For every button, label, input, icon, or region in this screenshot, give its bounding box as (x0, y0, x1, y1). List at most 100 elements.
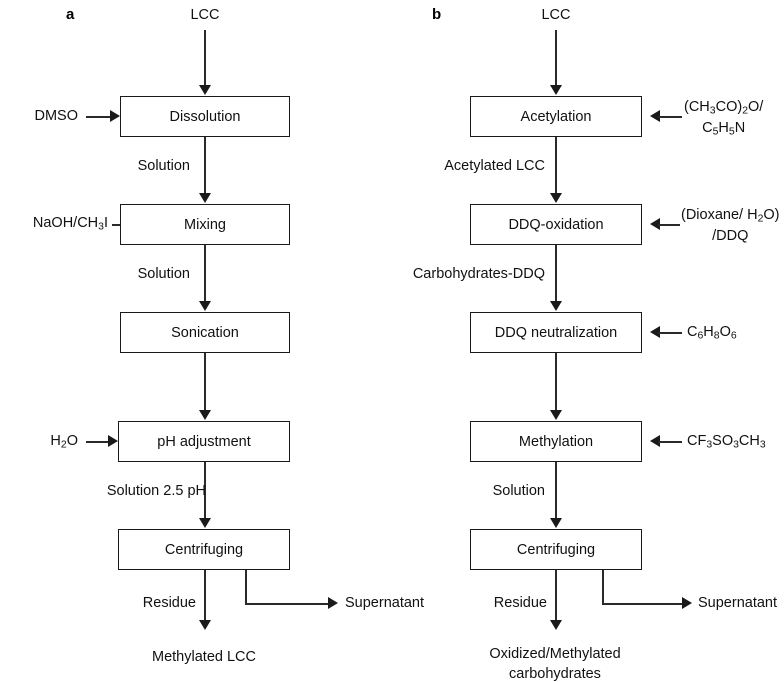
connector-b-supernatant-vertical (602, 570, 604, 604)
arrowhead-b-1 (550, 193, 562, 203)
reagent-naoh-tail: I (103, 215, 108, 231)
flow-label-b-acetylated-lcc: Acetylated LCC (444, 158, 545, 174)
reagent-label-naoh-ch3i: NaOH/CH3I (33, 214, 108, 234)
reagent-methyl-d: 3 (733, 439, 739, 451)
reagent-water-sub: 2 (60, 439, 67, 451)
connector-b-residue (555, 570, 557, 622)
arrowhead-b-residue (550, 620, 562, 630)
flow-label-a-solution-2: Solution (137, 266, 190, 282)
process-box-centrifuging-b[interactable]: Centrifuging (470, 529, 642, 570)
connector-b-3 (555, 353, 557, 410)
arrowhead-a-4 (199, 518, 211, 528)
connector-b-2 (555, 245, 557, 302)
arrowhead-reagent-acetic (650, 110, 660, 122)
connector-reagent-dioxane (658, 224, 680, 226)
flow-label-a-supernatant: Supernatant (345, 595, 425, 611)
reagent-ascorbic-d: 8 (713, 330, 720, 342)
arrowhead-reagent-dioxane (650, 218, 660, 230)
reagent-naoh-sub: 3 (98, 221, 104, 233)
reagent-pyridine-d: 5 (728, 126, 735, 138)
flow-label-a-solution-1: Solution (137, 158, 190, 174)
reagent-acetic-c: CO) (715, 99, 743, 115)
reagent-pyridine-e: N (734, 119, 746, 136)
process-box-ddq-oxidation[interactable]: DDQ-oxidation (470, 204, 642, 245)
process-box-mixing[interactable]: Mixing (120, 204, 290, 245)
connector-a-2 (204, 245, 206, 302)
arrowhead-a-1 (199, 193, 211, 203)
reagent-methyl-b: 3 (706, 439, 713, 451)
reagent-label-acetic-anhydride-pyridine: (CH3CO)2O/ C5H5N (684, 98, 763, 139)
arrowhead-reagent-ascorbic (650, 326, 660, 338)
reagent-dioxane-c: O) (763, 207, 780, 223)
connector-reagent-ascorbic (658, 332, 682, 334)
connector-b-supernatant-horizontal (602, 603, 684, 605)
arrowhead-reagent-methyl-triflate (650, 435, 660, 447)
process-box-sonication[interactable]: Sonication (120, 312, 290, 353)
reagent-ascorbic-c: H (703, 324, 714, 340)
reagent-label-dioxane-water-ddq: (Dioxane/ H2O) /DDQ (681, 206, 779, 246)
reagent-label-ascorbic-acid: C6H8O6 (687, 323, 737, 343)
reagent-label-dmso: DMSO (34, 108, 79, 124)
reagent-methyl-f: 3 (759, 439, 766, 451)
arrowhead-b-supernatant (682, 597, 692, 609)
arrowhead-a-supernatant (328, 597, 338, 609)
reagent-dioxane-b: 2 (757, 213, 764, 225)
connector-reagent-dmso (86, 116, 112, 118)
reagent-water-main: H (50, 433, 61, 449)
flow-label-b-solution: Solution (492, 483, 545, 499)
connector-b-1 (555, 137, 557, 194)
connector-a-4 (204, 462, 206, 518)
reagent-methyl-a: CF (687, 433, 707, 449)
arrowhead-a-input (199, 85, 211, 95)
reagent-water-tail: O (66, 433, 78, 449)
panel-a-input-label: LCC (190, 7, 220, 23)
reagent-ascorbic-f: 6 (730, 330, 737, 342)
connector-b-input (555, 30, 557, 86)
arrowhead-a-residue (199, 620, 211, 630)
arrowhead-reagent-dmso (110, 110, 120, 122)
connector-b-4 (555, 462, 557, 518)
reagent-label-methyl-triflate: CF3SO3CH3 (687, 432, 766, 452)
reagent-pyridine-c: H (718, 119, 729, 136)
flow-label-a-solution-ph: Solution 2.5 pH (106, 483, 206, 499)
panel-b-final-output: Oxidized/Methylated carbohydrates (489, 645, 620, 682)
process-box-centrifuging-a[interactable]: Centrifuging (118, 529, 290, 570)
arrowhead-reagent-water (108, 435, 118, 447)
connector-reagent-acetic (658, 116, 682, 118)
connector-a-supernatant-horizontal (245, 603, 330, 605)
connector-a-3 (204, 353, 206, 410)
reagent-pyridine-b: 5 (712, 126, 719, 138)
panel-b-final-output-line2: carbohydrates (509, 665, 601, 682)
panel-b-input-label: LCC (541, 7, 571, 23)
flow-label-a-residue: Residue (142, 595, 196, 611)
reagent-pyridine-a: C (702, 119, 713, 136)
connector-a-supernatant-vertical (245, 570, 247, 604)
connector-reagent-water (86, 441, 110, 443)
reagent-ascorbic-a: C (687, 324, 698, 340)
process-box-dissolution[interactable]: Dissolution (120, 96, 290, 137)
connector-a-input (204, 30, 206, 86)
reagent-label-water: H2O (50, 432, 78, 452)
arrowhead-b-3 (550, 410, 562, 420)
reagent-acetic-e: O/ (748, 99, 764, 115)
panel-label-a: a (66, 6, 75, 23)
process-box-ph-adjustment[interactable]: pH adjustment (118, 421, 290, 462)
panel-b-final-output-line1: Oxidized/Methylated (489, 646, 621, 662)
panel-a-final-output: Methylated LCC (152, 649, 256, 665)
reagent-acetic-a: (CH (684, 99, 710, 115)
arrowhead-b-input (550, 85, 562, 95)
connector-reagent-methyl-triflate (658, 441, 682, 443)
reagent-dioxane-line2: /DDQ (712, 227, 749, 244)
flow-label-b-residue: Residue (493, 595, 547, 611)
connector-a-residue (204, 570, 206, 622)
reagent-acetic-d: 2 (742, 105, 748, 117)
process-box-acetylation[interactable]: Acetylation (470, 96, 642, 137)
connector-a-1 (204, 137, 206, 194)
reagent-dioxane-a: (Dioxane/ H (681, 207, 758, 223)
reagent-ascorbic-e: O (719, 324, 731, 340)
reagent-acetic-line1: (CH3CO)2O/ (684, 98, 763, 119)
process-box-methylation[interactable]: Methylation (470, 421, 642, 462)
process-box-ddq-neutralization[interactable]: DDQ neutralization (470, 312, 642, 353)
arrowhead-a-3 (199, 410, 211, 420)
